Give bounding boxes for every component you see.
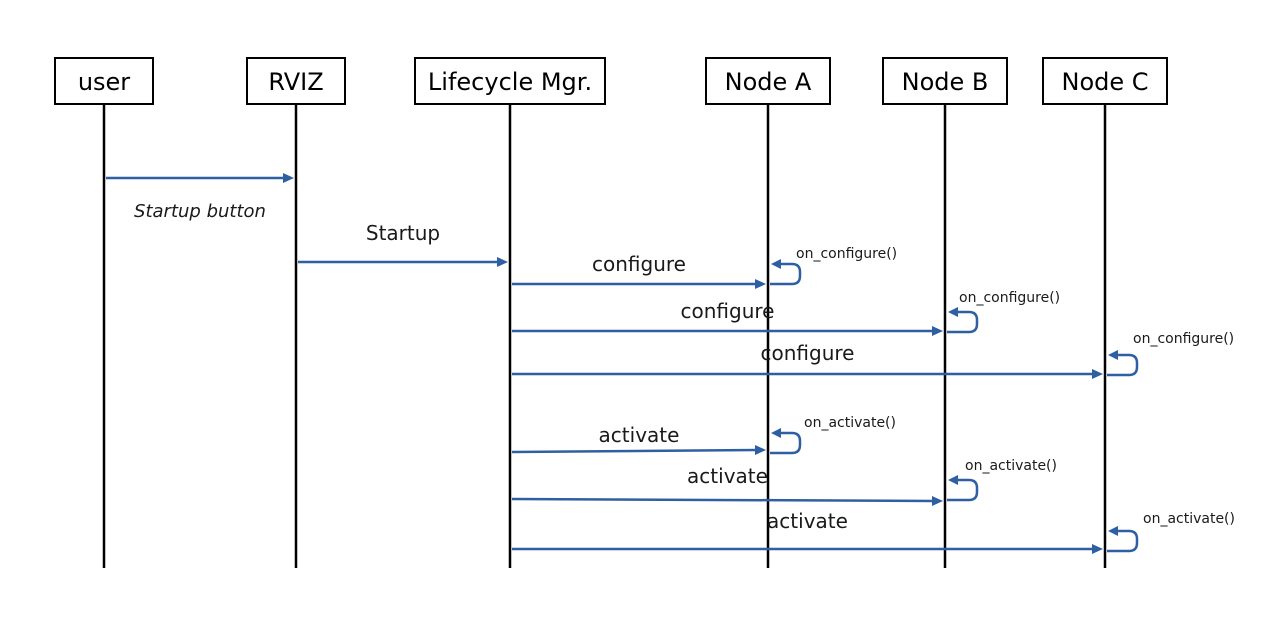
self-call-loop xyxy=(1107,353,1139,377)
message-arrowhead xyxy=(283,173,294,183)
self-call-loop xyxy=(770,262,802,286)
message-label: activate xyxy=(599,423,680,447)
self-calls: on_configure() on_configure() on_configure… xyxy=(770,246,1235,553)
message-arrowhead xyxy=(932,326,943,336)
message-7: activate xyxy=(512,509,1103,554)
participant-user: user xyxy=(54,57,154,105)
message-label: configure xyxy=(681,299,775,323)
self-call-label: on_configure() xyxy=(796,246,897,262)
self-call-label: on_activate() xyxy=(965,458,1057,474)
self-call-arrowhead xyxy=(771,428,781,438)
self-call-arrowhead xyxy=(948,475,958,485)
participant-rviz: RVIZ xyxy=(246,57,346,105)
self-call-loop xyxy=(770,431,802,455)
message-label: activate xyxy=(767,509,848,533)
participant-box-lm xyxy=(414,57,606,105)
self-call-loop xyxy=(947,310,979,334)
participant-label-c: Node C xyxy=(1061,68,1148,96)
message-arrowhead xyxy=(755,279,766,289)
participant-box-a xyxy=(705,57,831,105)
participant-box-rviz xyxy=(246,57,346,105)
self-call-label: on_activate() xyxy=(804,415,896,431)
message-arrowhead xyxy=(1092,369,1103,379)
self-call-5: on_activate() xyxy=(1107,511,1235,553)
participants: user RVIZ Lifecycle Mgr. Node A Node B Node C xyxy=(54,57,1168,105)
participant-b: Node B xyxy=(882,57,1008,105)
message-arrowhead xyxy=(1092,544,1103,554)
lifelines xyxy=(102,104,1107,568)
self-call-0: on_configure() xyxy=(770,246,897,286)
participant-label-lm: Lifecycle Mgr. xyxy=(428,68,592,96)
message-arrow-line xyxy=(511,448,758,454)
self-call-2: on_configure() xyxy=(1107,331,1234,377)
message-1: Startup xyxy=(298,221,508,267)
participant-c: Node C xyxy=(1042,57,1168,105)
participant-box-b xyxy=(882,57,1008,105)
message-label: configure xyxy=(592,252,686,276)
participant-label-rviz: RVIZ xyxy=(268,68,323,96)
participant-label-a: Node A xyxy=(725,68,812,96)
self-call-label: on_configure() xyxy=(1133,331,1234,347)
self-call-arrowhead xyxy=(771,259,781,269)
self-call-3: on_activate() xyxy=(770,415,896,455)
message-arrow-line xyxy=(511,497,935,503)
message-4: configure xyxy=(512,341,1103,379)
message-arrowhead xyxy=(932,496,943,506)
message-0: Startup button xyxy=(106,173,294,222)
participant-box-c xyxy=(1042,57,1168,105)
message-arrowhead xyxy=(497,257,508,267)
self-call-label: on_configure() xyxy=(959,290,1060,306)
self-call-arrowhead xyxy=(1108,526,1118,536)
participant-lm: Lifecycle Mgr. xyxy=(414,57,606,105)
participant-a: Node A xyxy=(705,57,831,105)
message-arrowhead xyxy=(755,445,766,455)
self-call-1: on_configure() xyxy=(947,290,1060,334)
message-2: configure xyxy=(512,252,766,289)
participant-box-user xyxy=(54,57,154,105)
message-label: activate xyxy=(687,464,768,488)
message-3: configure xyxy=(512,299,943,336)
message-5: activate xyxy=(511,423,766,455)
message-label: Startup button xyxy=(134,201,266,222)
self-call-label: on_activate() xyxy=(1143,511,1235,527)
participant-label-user: user xyxy=(78,68,130,96)
self-call-4: on_activate() xyxy=(947,458,1057,502)
self-call-loop xyxy=(947,478,979,502)
message-6: activate xyxy=(511,464,943,506)
message-label: configure xyxy=(761,341,855,365)
self-call-arrowhead xyxy=(948,307,958,317)
participant-label-b: Node B xyxy=(902,68,989,96)
self-call-loop xyxy=(1107,529,1139,553)
message-label: Startup xyxy=(366,221,440,245)
self-call-arrowhead xyxy=(1108,350,1118,360)
